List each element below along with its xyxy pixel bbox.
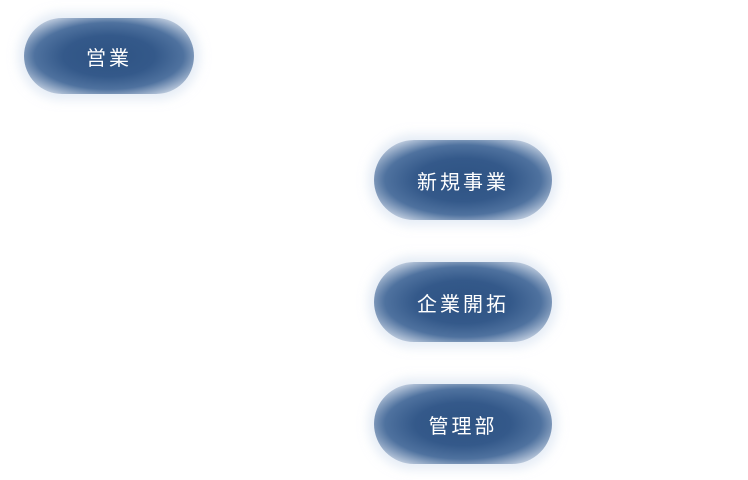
- node-management-label: 管理部: [428, 413, 498, 438]
- node-sales[interactable]: 営業: [24, 18, 194, 94]
- node-management[interactable]: 管理部: [374, 384, 552, 464]
- node-new-business[interactable]: 新規事業: [374, 140, 552, 220]
- node-business-development-label: 企業開拓: [417, 291, 509, 316]
- node-sales-label: 営業: [86, 45, 132, 70]
- node-new-business-label: 新規事業: [417, 169, 509, 194]
- node-business-development[interactable]: 企業開拓: [374, 262, 552, 342]
